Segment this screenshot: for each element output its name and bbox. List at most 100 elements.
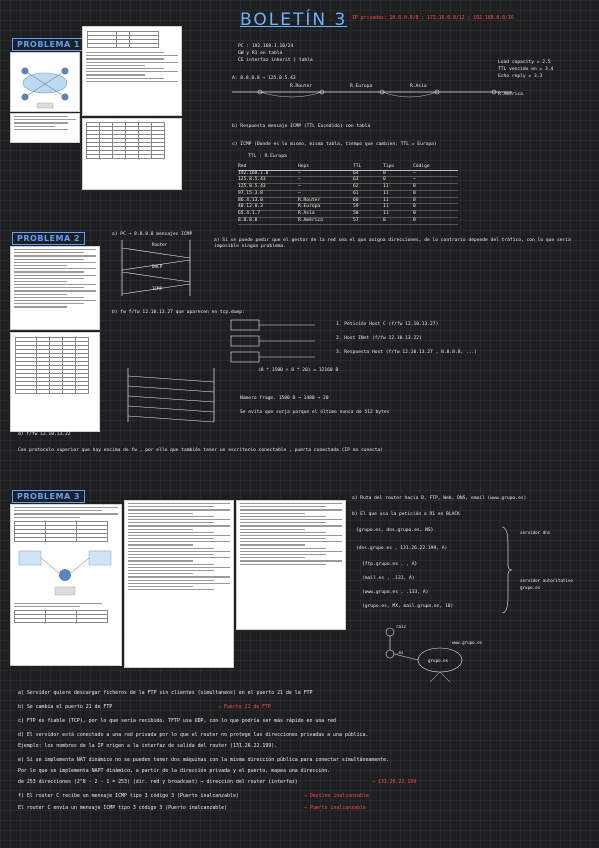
ttl-table-row: 86.4.13.0 R.Router 60 11 0 bbox=[238, 198, 458, 205]
p2-dhcp-sequence-diagram bbox=[121, 240, 191, 296]
p1-hop-router: R.Router bbox=[290, 84, 313, 89]
p3-right-2: b) El que usa la petición a R1 en BLACK bbox=[352, 512, 460, 517]
p2-part-b: b) fw f/fw 12.10.13.27 que aparecen en t… bbox=[112, 310, 245, 315]
ttl-cell-tipo: 11 bbox=[383, 204, 389, 210]
p1-intro-2: GW y R1 en tabla bbox=[238, 51, 283, 56]
p3-lower-6: e) Si se implementa NAT dinámico no se p… bbox=[18, 757, 389, 763]
ttl-cell-ttl: 57 bbox=[353, 217, 359, 223]
p1-part-c: c) ICMP (Donde es lo mismo, misma tabla,… bbox=[232, 142, 437, 147]
ttl-cell-tipo: 11 bbox=[383, 197, 389, 203]
p3-right-8: (grupo.es, MX, mail.grupo.es, 10) bbox=[362, 604, 454, 609]
ttl-table-header: Red Hops TTL Tipo Código bbox=[238, 164, 458, 171]
dns-tree-root: raíz bbox=[396, 624, 407, 629]
ttl-cell-codigo: — bbox=[413, 177, 416, 183]
ttl-cell-red: 40.12.0.3 bbox=[238, 204, 263, 210]
p3-right-6: (mail.es , .131, A) bbox=[362, 576, 415, 581]
p1-hop-a: A: 8.8.8.8 → 125.8.5.43 bbox=[232, 76, 296, 81]
p3-red-note-3: → Destino inalcanzable bbox=[304, 793, 369, 799]
problem-1-text-snippet bbox=[10, 113, 80, 143]
dns-tree-www: www.grupo.es bbox=[452, 640, 483, 645]
p3-side-domain: grupo.es bbox=[520, 585, 541, 590]
p3-red-note-4: → Puerto inalcanzable bbox=[304, 805, 366, 811]
p1-legend-3: Echo reply = 3.3 bbox=[498, 74, 543, 79]
ttl-col-red: Red bbox=[238, 164, 247, 169]
ttl-col-hops: Hops bbox=[298, 164, 310, 169]
p3-lower-5: Ejemplo: los nombres de la IP origen a l… bbox=[18, 743, 278, 749]
p3-lower-10: El router C envía un mensaje ICMP tipo 3… bbox=[18, 805, 228, 811]
p2-router-label: Router bbox=[152, 242, 168, 247]
ttl-cell-codigo: 0 bbox=[413, 204, 416, 210]
p3-lower-8: de 253 direcciones (2^8 - 2 - 1 = 253) (… bbox=[18, 779, 298, 785]
p2-part-a-answer: a) Si se puede pedir que el gestor de la… bbox=[214, 238, 571, 249]
p3-right-5: {ftp.grupo.es , , A} bbox=[362, 562, 418, 567]
problem-3-questions-image bbox=[124, 500, 234, 668]
p2-data-table bbox=[15, 337, 89, 394]
ttl-cell-hops: R.Europa bbox=[298, 204, 321, 210]
p1-hop-america: R.América bbox=[498, 92, 523, 97]
p3-right-7: (www.grupo.es , .133, A) bbox=[362, 590, 429, 595]
problem-1-routing-table-image bbox=[82, 118, 182, 190]
page-title: BOLETÍN 3 bbox=[240, 10, 348, 30]
ttl-cell-red: 65.4.1.7 bbox=[238, 211, 261, 217]
p3-side-dns: servidor dns bbox=[520, 530, 551, 535]
ttl-cell-ttl: 64 bbox=[353, 170, 359, 176]
ttl-cell-ttl: 62 bbox=[353, 184, 359, 190]
p3-right-4: (dns.grupo.es , 131.26.22.199, A) bbox=[356, 546, 448, 551]
p3-red-note-2: → 131.26.22.199 bbox=[372, 779, 417, 785]
p2-part-a: a) PC → 8.8.8.8 mensajes ICMP bbox=[112, 232, 193, 237]
problem-2-statement-image bbox=[10, 246, 100, 330]
ttl-cell-ttl: 60 bbox=[353, 197, 359, 203]
p3-red-note-1: → Puerto 21 de FTP bbox=[218, 704, 271, 710]
ttl-cell-red: 192.168.1.0 bbox=[238, 170, 269, 176]
p1-legend-2: TTL vencido en = 3.4 bbox=[498, 67, 554, 72]
problem-1-heading: PROBLEMA 1 bbox=[12, 38, 85, 51]
ttl-cell-red: 97.15.3.8 bbox=[238, 190, 263, 196]
ttl-cell-ttl: 61 bbox=[353, 190, 359, 196]
p2-fragment-note-1: Número fragm. 1500 B → 1480 → 20 bbox=[240, 396, 329, 401]
p1-intro-1: PC : 192.168.1.10/24 bbox=[238, 44, 294, 49]
ttl-cell-tipo: 0 bbox=[383, 170, 386, 176]
p2-part-d-answer: Con protocolo superior que hay encima de… bbox=[18, 448, 384, 453]
p1-part-b: b) Respuesta mensaje ICMP (TTL Excedido)… bbox=[232, 124, 371, 129]
p2-step-3: 3. Respuesta Host (f/fw 12.10.13.27 , 8.… bbox=[336, 350, 478, 355]
ttl-cell-hops: — bbox=[298, 170, 301, 176]
p2-dhcp-label: DHCP bbox=[152, 264, 163, 269]
ttl-table: Red Hops TTL Tipo Código 192.168.1.0 — 64 0… bbox=[238, 164, 458, 225]
p3-side-auth: servidor autoritativo bbox=[520, 578, 573, 583]
p3-interface-table bbox=[14, 610, 108, 624]
network-diagram-icon bbox=[21, 67, 69, 109]
problem-3-dns-questions-image bbox=[236, 500, 346, 630]
dns-tree-grupo: grupo.es bbox=[428, 658, 449, 663]
dns-tree-es: .es bbox=[396, 650, 404, 655]
problem-2-heading: PROBLEMA 2 bbox=[12, 232, 85, 245]
p1-hop-asia: R.Asia bbox=[410, 84, 427, 89]
p3-lower-4: d) El servidor está conectado a una red … bbox=[18, 732, 369, 738]
ttl-cell-hops: — bbox=[298, 177, 301, 183]
p2-step-2: 2. Host INet (f/fw 12.10.13.22) bbox=[336, 336, 422, 341]
ttl-cell-hops: R.Router bbox=[298, 197, 321, 203]
dns-tree-diagram bbox=[385, 627, 463, 683]
ttl-cell-tipo: 0 bbox=[383, 217, 386, 223]
p2-icmp-label: ICMP bbox=[152, 286, 163, 291]
ttl-cell-ttl: 63 bbox=[353, 177, 359, 183]
p2-part-d: d) f/fw 12.10.13.22 bbox=[18, 432, 71, 437]
ttl-cell-red: 86.4.13.0 bbox=[238, 197, 263, 203]
p3-address-table bbox=[14, 520, 108, 542]
ttl-cell-ttl: 58 bbox=[353, 211, 359, 217]
ttl-cell-codigo: 0 bbox=[413, 184, 416, 190]
p3-lower-7: Por lo que se implementa NAPT dinámico, … bbox=[18, 768, 331, 774]
p2-fragmentation-sequence bbox=[127, 368, 215, 423]
statement-table bbox=[87, 31, 159, 48]
problem-3-statement-image bbox=[10, 504, 122, 666]
ttl-cell-red: 8.8.8.8 bbox=[238, 217, 258, 223]
ttl-cell-tipo: 0 bbox=[383, 177, 386, 183]
ttl-cell-codigo: 0 bbox=[413, 197, 416, 203]
problem-2-data-table-image bbox=[10, 332, 100, 432]
